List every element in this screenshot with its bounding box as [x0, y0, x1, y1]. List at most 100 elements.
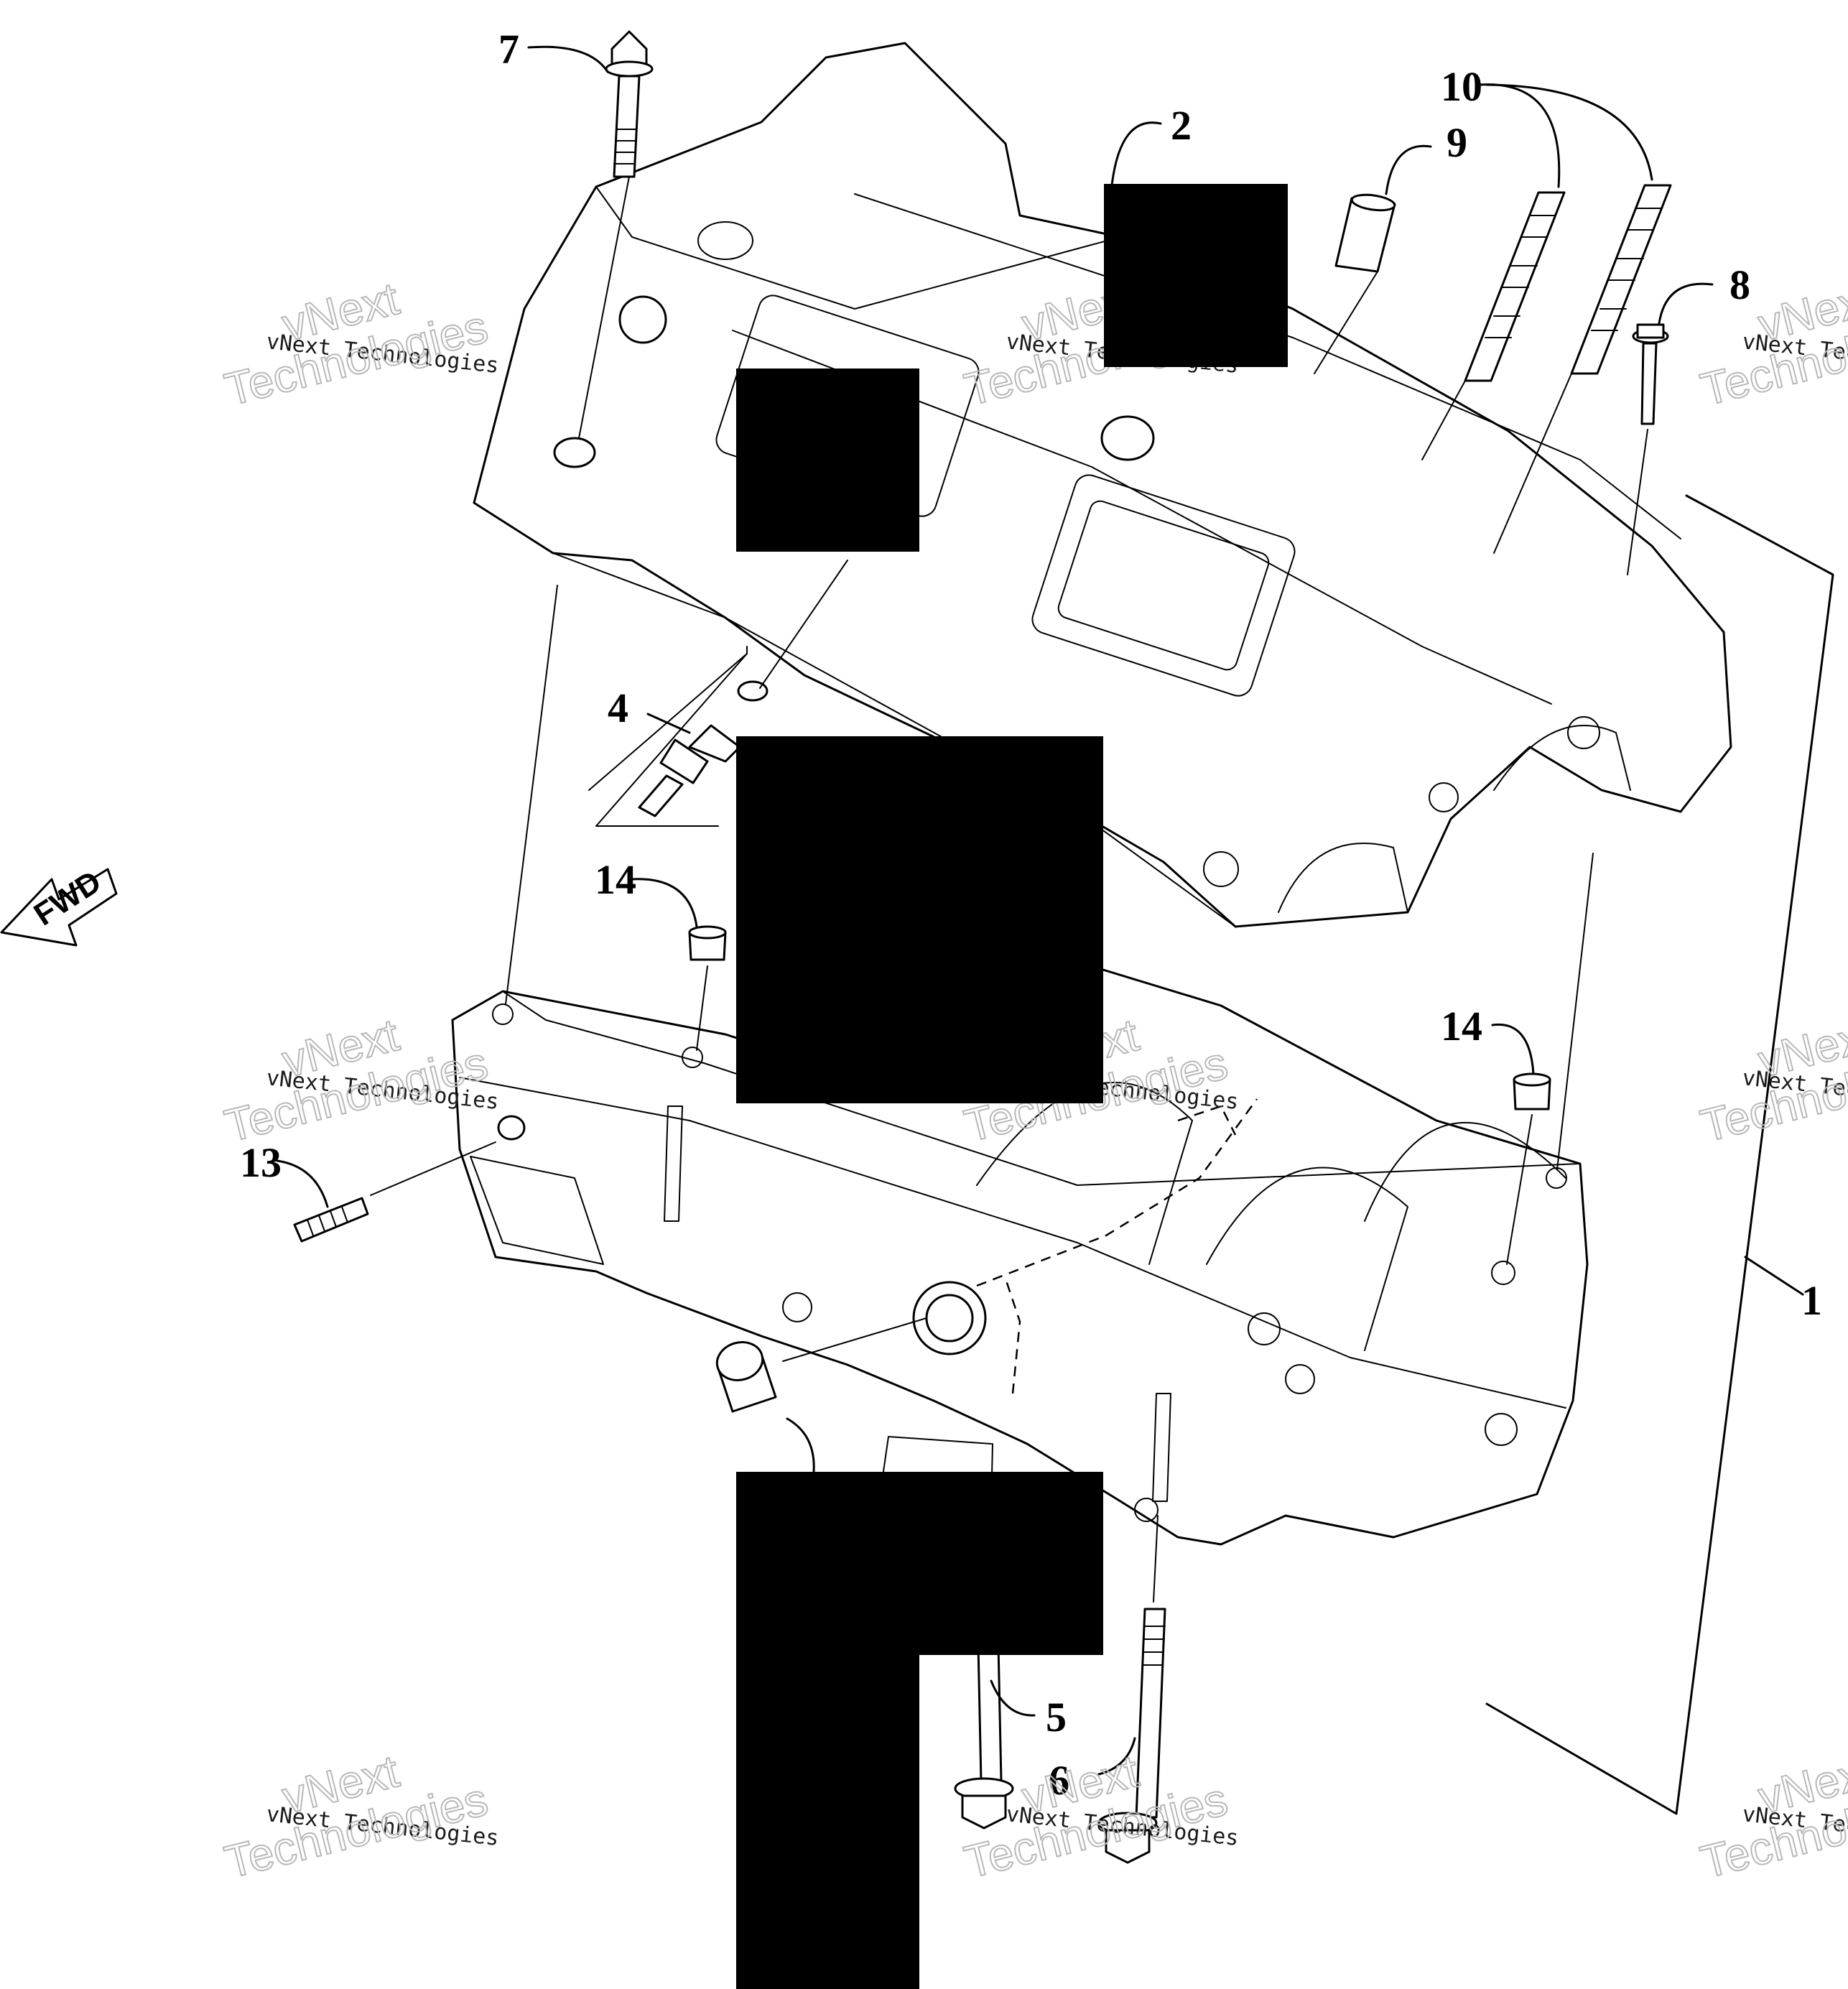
callouts: 1 2 4 5 6 7 8 9 10 13 14 14 [240, 26, 1822, 1804]
upper-crankcase-body [473, 42, 1732, 928]
bolt-8-shank [1640, 342, 1658, 425]
leader-6 [1097, 1737, 1136, 1776]
lower-bolt-boss-1 [782, 1292, 812, 1322]
bushing [715, 1341, 777, 1413]
lower-bearing-right [1206, 1167, 1408, 1351]
axis-bolt-7 [578, 176, 630, 439]
bolt-7-shank [613, 75, 641, 178]
upper-bearing-cutout-2 [1278, 843, 1408, 913]
upper-side-hole [618, 295, 667, 344]
redaction-block-4 [736, 1472, 1103, 1655]
axis-right-stud [1556, 853, 1594, 1170]
lower-left-window [470, 1156, 604, 1265]
upper-port-right-inner [1057, 500, 1270, 671]
stud-10a-thread [1485, 215, 1556, 338]
upper-lower-hole-2 [1429, 782, 1459, 812]
lower-seal-boss [912, 1281, 987, 1355]
lower-hidden-line-1 [976, 1098, 1258, 1287]
bolt-7 [605, 30, 654, 178]
axis-bracket-diag [588, 653, 748, 791]
watermark-7: vNext vNext Technologies Technologies [219, 1744, 500, 1888]
leader-13 [276, 1159, 329, 1208]
upper-port-right [1031, 474, 1296, 697]
axis-stud-left [505, 585, 558, 1005]
leader-5 [990, 1679, 1036, 1717]
leader-2 [1110, 121, 1162, 187]
upper-crankcase-edge [552, 552, 1236, 927]
axis-fitting-4 [759, 560, 848, 689]
leader-14-left [631, 878, 698, 928]
axis-dowel-9 [1314, 271, 1378, 374]
fitting-4-thread [688, 724, 741, 763]
watermark-8: vNext vNext Technologies Technologies [959, 1744, 1240, 1888]
callout-10: 10 [1441, 63, 1482, 110]
callout-14-left: 14 [595, 856, 636, 903]
upper-lower-hole-3 [1567, 716, 1600, 749]
leader-14-right [1491, 1023, 1535, 1075]
callout-1: 1 [1801, 1277, 1822, 1324]
lower-bolt-boss-2 [1248, 1312, 1281, 1345]
lower-bolt-boss-5 [1485, 1413, 1518, 1446]
dowel-14-left-top [688, 925, 727, 940]
fwd-arrow-icon: FWD [0, 864, 118, 947]
callout-4: 4 [608, 685, 628, 731]
bolt-6 [1097, 1608, 1166, 1864]
axis-stud-10b [1493, 373, 1572, 554]
upper-crankcase-ridge [595, 186, 1121, 310]
axis-dowel-14-left [696, 965, 708, 1051]
bolt-6-shank [1135, 1608, 1166, 1819]
lower-crankcase-top-edge [459, 1077, 1566, 1409]
lower-slot-left [664, 1105, 683, 1222]
bolt-7-head [610, 30, 648, 66]
lower-dowel-hole-right [1546, 1167, 1567, 1189]
dowel-9 [1334, 193, 1396, 273]
watermark-9: vNext vNext Technologies Technologies [1695, 1744, 1848, 1888]
stud-13-body [293, 1197, 369, 1243]
redaction-block-5 [736, 1655, 919, 1989]
callout-13: 13 [240, 1139, 282, 1186]
watermarks: vNext vNext Technologies Technologies vN… [219, 272, 1848, 1888]
bushing-face [715, 1341, 764, 1381]
bolt-5-shank [977, 1643, 1003, 1783]
leader-8 [1658, 282, 1714, 325]
callout-2: 2 [1171, 102, 1192, 149]
bolt-7-thread [613, 129, 637, 164]
assembly-bracket [1485, 494, 1834, 1815]
callout-6: 6 [1049, 1757, 1069, 1804]
stud-10b-thread [1591, 208, 1663, 331]
lower-slot-right [1152, 1393, 1171, 1502]
upper-crankcase-flange [854, 193, 1681, 539]
lower-bolt-boss-4 [1134, 1498, 1159, 1522]
leader-lines [276, 45, 1804, 1776]
leader-1 [1744, 1256, 1804, 1296]
stud-13 [293, 1197, 369, 1243]
redactions [736, 184, 1288, 1989]
callout-8: 8 [1729, 261, 1750, 308]
lower-dowel-hole-right-2 [1491, 1261, 1515, 1285]
lower-hidden-line-2 [1004, 1278, 1021, 1394]
leader-4 [646, 713, 691, 734]
studs-10 [1464, 184, 1672, 382]
axis-bolt-8 [1627, 429, 1648, 575]
fitting-4 [638, 680, 769, 817]
fwd-arrow-shape [0, 868, 118, 947]
redaction-block-3 [736, 736, 1103, 1103]
bolt-8 [1632, 323, 1669, 425]
watermark-3: vNext vNext Technologies Technologies [1695, 272, 1848, 416]
axis-stud-10a [1421, 380, 1466, 460]
lower-bolt-boss-3 [1285, 1364, 1315, 1394]
lower-dowel-hole-left [492, 1003, 514, 1025]
dowel-14-right [1513, 1072, 1551, 1111]
bolt-6-head [1105, 1829, 1151, 1864]
callout-5: 5 [1046, 1694, 1067, 1740]
callout-7: 7 [498, 26, 519, 73]
leader-7 [527, 45, 609, 73]
lower-crankcase-rail [502, 991, 1581, 1186]
upper-lower-hole [1203, 851, 1239, 887]
upper-top-boss [697, 221, 753, 260]
axis-dowel-14-right [1506, 1114, 1533, 1265]
dowel-9-top [1350, 193, 1396, 212]
redaction-block-2 [736, 368, 919, 552]
